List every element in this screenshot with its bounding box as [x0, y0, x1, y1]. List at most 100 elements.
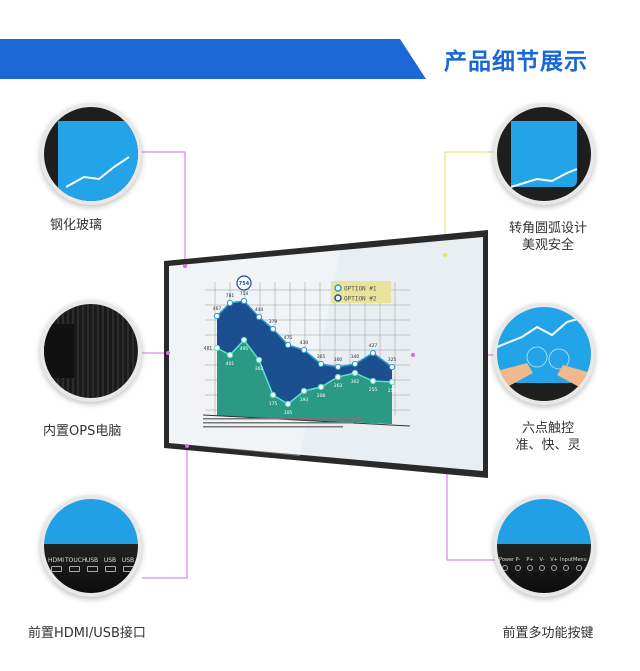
data-label-option1: 427	[369, 343, 378, 349]
touch-image	[493, 303, 595, 405]
front-button: P+	[524, 557, 536, 572]
feature-label-line: 美观安全	[521, 238, 574, 253]
front-button: P-	[512, 557, 524, 572]
data-label-option2: 495	[240, 346, 249, 352]
data-label-option2: 250	[388, 388, 397, 394]
chart-baseline	[202, 414, 411, 427]
port-label: USB	[85, 557, 99, 565]
screen-chart: 4674817814017544954443623791754751054301…	[204, 275, 397, 424]
data-point-option2	[351, 369, 359, 377]
port-label: USB	[103, 557, 117, 565]
port-label: HDMI	[47, 557, 65, 565]
data-point-option2	[213, 344, 221, 352]
data-point-option1	[351, 360, 359, 368]
button-label: Menu	[573, 557, 587, 564]
data-point-option1	[269, 325, 277, 333]
connector-dot	[443, 253, 447, 257]
feature-label-line: 准、快、灵	[515, 438, 581, 453]
chart-caption-lines	[203, 418, 363, 428]
data-label-option1: 325	[388, 357, 397, 363]
button-label: P+	[526, 557, 534, 564]
data-label-option1: 379	[269, 319, 278, 325]
data-point-option2	[334, 373, 342, 381]
data-label-option2: 193	[300, 397, 309, 403]
data-label-option1: 300	[334, 357, 343, 363]
front-button: Power	[499, 557, 515, 572]
port-hdmi: HDMI	[47, 557, 65, 573]
series-line-option2	[216, 338, 393, 405]
button-label: Input	[560, 557, 573, 564]
legend-marker-option2	[334, 294, 342, 302]
data-label-option2: 175	[269, 401, 278, 407]
button-label: V+	[550, 557, 558, 564]
feature-label-tempered-glass: 钢化玻璃	[50, 218, 103, 233]
data-point-option1	[226, 299, 234, 307]
legend-option1: OPTION #1	[344, 286, 377, 293]
connector-dot	[166, 351, 170, 355]
connector-line	[446, 445, 497, 561]
front-button: Input	[560, 557, 573, 572]
front-button: V+	[548, 557, 560, 572]
chart-legend	[331, 281, 391, 303]
data-point-option2	[317, 383, 325, 391]
tempered-glass-image	[40, 103, 142, 205]
data-point-option2	[269, 391, 277, 399]
feature-label-touch: 六点触控准、快、灵	[488, 420, 608, 454]
connector-line	[142, 151, 186, 266]
front-buttons-image: Power P- P+ V- V+ Input Menu	[493, 495, 595, 597]
data-label-option2: 401	[226, 361, 235, 367]
data-label-option2: 105	[284, 410, 293, 416]
header-banner	[0, 39, 426, 79]
connector-dot	[411, 353, 415, 357]
feature-label-front-buttons: 前置多功能按键	[502, 626, 594, 641]
data-point-option1	[240, 297, 248, 305]
front-button: V-	[536, 557, 548, 572]
data-label-option2: 302	[351, 379, 360, 385]
feature-label-front-ports: 前置HDMI/USB接口	[28, 626, 146, 641]
data-label-option1: 754	[240, 291, 249, 297]
port-label: TOUCH	[65, 557, 87, 565]
connector-dot	[183, 264, 187, 268]
port-usb: USB	[119, 557, 137, 573]
port-label: USB	[121, 557, 135, 565]
data-point-option1	[388, 363, 396, 371]
rounded-corner-image	[493, 103, 595, 205]
peak-balloon	[236, 275, 252, 291]
legend-marker-option1	[334, 284, 342, 292]
ops-computer-image	[40, 300, 142, 402]
data-label-option1: 430	[300, 340, 309, 346]
data-point-option2	[226, 351, 234, 359]
connector-line	[444, 151, 497, 255]
data-point-option1	[369, 349, 377, 357]
data-point-option1	[255, 313, 263, 321]
data-label-option1: 781	[226, 293, 235, 299]
data-point-option2	[240, 336, 248, 344]
front-button: Menu	[573, 557, 587, 572]
button-label: Power	[499, 557, 515, 564]
data-label-option2: 362	[255, 366, 264, 372]
button-label: P-	[515, 557, 521, 564]
feature-label-line: 六点触控	[521, 421, 574, 436]
series-area-option2	[217, 340, 392, 424]
data-point-option2	[388, 378, 396, 386]
data-point-option1	[300, 346, 308, 354]
data-point-option2	[369, 377, 377, 385]
data-label-option1: 467	[213, 306, 222, 312]
data-label-option1: 444	[255, 307, 264, 313]
data-label-option1: 365	[317, 354, 326, 360]
button-label: V-	[539, 557, 545, 564]
port-touch: TOUCH	[65, 557, 87, 573]
data-label-option2: 263	[334, 383, 343, 389]
data-point-option2	[255, 356, 263, 364]
data-point-option1	[213, 312, 221, 320]
connector-dot	[185, 444, 189, 448]
data-label-option2: 255	[369, 387, 378, 393]
data-point-option1	[284, 341, 292, 349]
data-point-option2	[284, 400, 292, 408]
port-usb: USB	[101, 557, 119, 573]
data-point-option2	[300, 387, 308, 395]
peak-label: 754	[239, 281, 250, 287]
feature-label-line: 转角圆弧设计	[508, 221, 587, 236]
data-point-option1	[317, 360, 325, 368]
